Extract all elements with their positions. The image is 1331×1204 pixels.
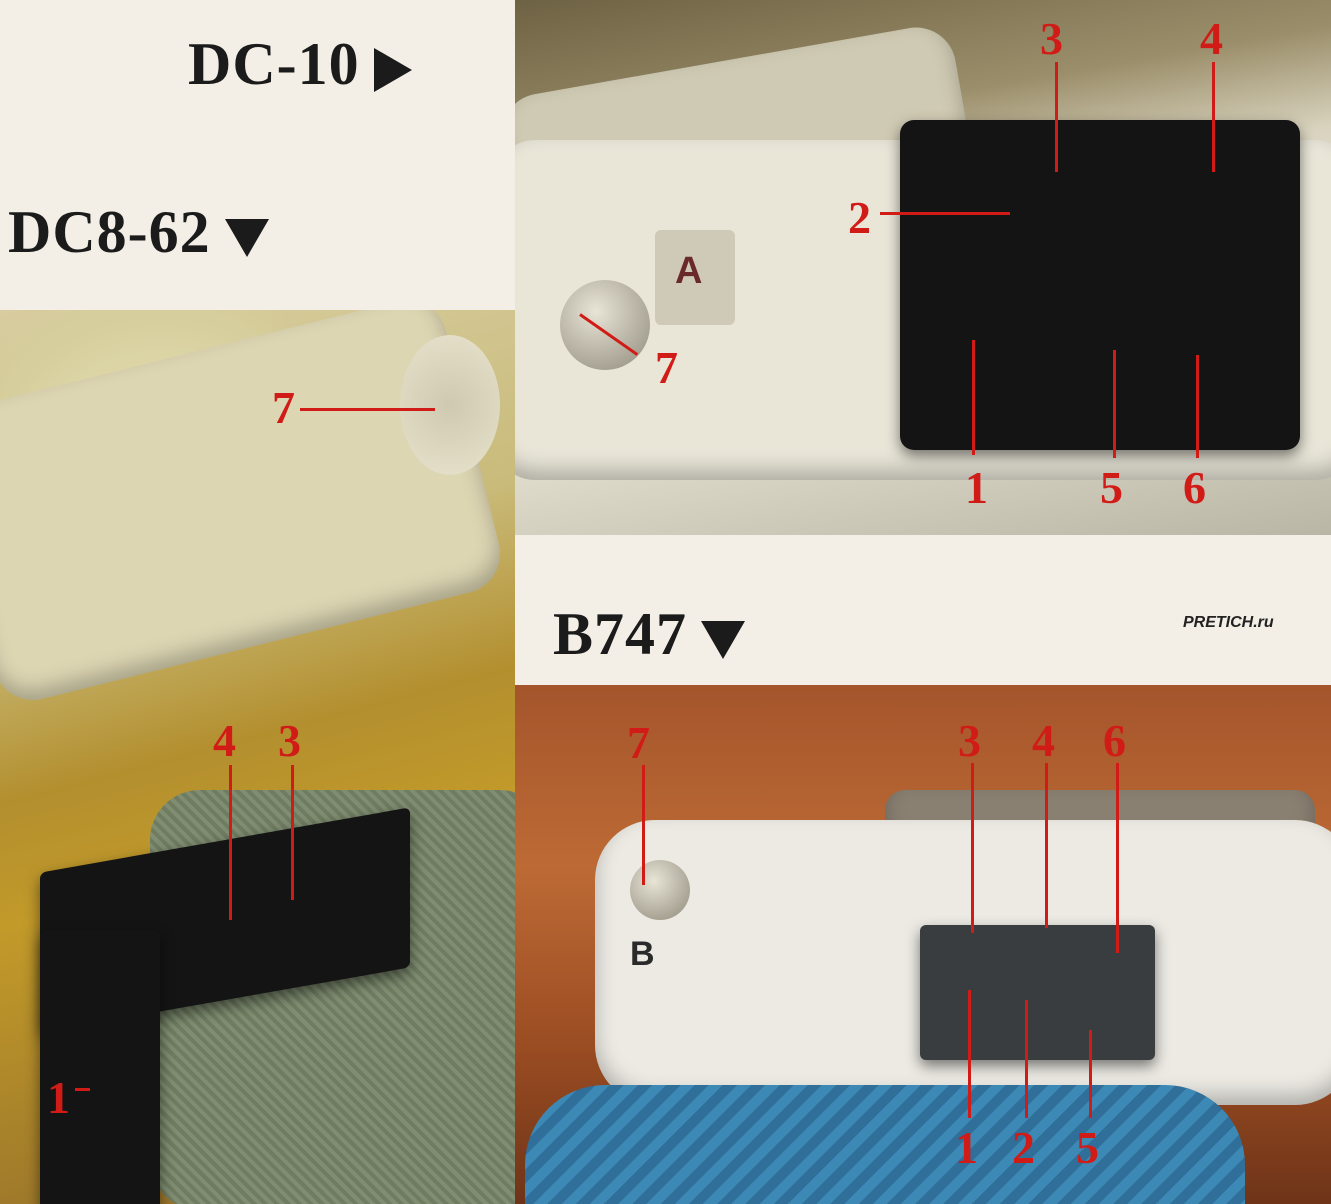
leader-line — [291, 765, 294, 900]
leader-line — [971, 763, 974, 933]
recline-button — [630, 860, 690, 920]
callout-4: 4 — [1200, 13, 1223, 64]
callout-7: 7 — [655, 342, 678, 393]
heading-dc862: DC8-62 — [8, 198, 269, 267]
callout-3: 3 — [1040, 13, 1063, 64]
callout-4: 4 — [213, 715, 236, 766]
watermark: PRETICH.ru — [1183, 614, 1274, 631]
leader-line — [1089, 1030, 1092, 1118]
callout-7: 7 — [627, 717, 650, 768]
leader-line — [968, 990, 971, 1118]
leader-line — [1212, 62, 1215, 172]
callout-3: 3 — [958, 715, 981, 766]
leader-line — [300, 408, 435, 411]
seat-label: B — [630, 935, 655, 973]
heading-b747: B747 — [553, 600, 746, 669]
arrow-down-icon — [224, 219, 269, 258]
dc8-62-photo — [0, 310, 515, 1204]
leader-line — [1116, 763, 1119, 953]
callout-1: 1 — [47, 1072, 70, 1123]
recline-button — [560, 280, 650, 370]
leader-line — [75, 1088, 90, 1091]
leader-line — [972, 340, 975, 455]
callout-4: 4 — [1032, 715, 1055, 766]
heading-b747-text: B747 — [553, 601, 688, 667]
callout-6: 6 — [1103, 715, 1126, 766]
callout-2: 2 — [848, 192, 871, 243]
heading-dc862-text: DC8-62 — [8, 199, 211, 265]
leader-line — [1055, 62, 1058, 172]
leader-line — [1045, 763, 1048, 928]
callout-5: 5 — [1076, 1122, 1099, 1173]
seat-plate: A — [655, 230, 735, 325]
leader-line — [642, 765, 645, 885]
heading-dc10-text: DC-10 — [188, 31, 360, 97]
b747-photo: B — [515, 685, 1331, 1204]
dc-10-photo: A — [515, 0, 1331, 535]
leader-line — [1196, 355, 1199, 458]
callout-1: 1 — [965, 462, 988, 513]
arrow-down-icon — [701, 621, 746, 660]
leader-line — [229, 765, 232, 920]
leader-line — [1113, 350, 1116, 458]
recline-button — [400, 335, 500, 475]
control-panel — [920, 925, 1155, 1060]
heading-dc10: DC-10 — [188, 30, 412, 99]
callout-5: 5 — [1100, 462, 1123, 513]
control-panel — [900, 120, 1300, 450]
callout-1: 1 — [955, 1122, 978, 1173]
callout-3: 3 — [278, 715, 301, 766]
leader-line — [1025, 1000, 1028, 1118]
white-band — [515, 535, 1331, 685]
callout-2: 2 — [1012, 1122, 1035, 1173]
callout-6: 6 — [1183, 462, 1206, 513]
seat-label: A — [675, 250, 703, 292]
control-box-side — [40, 930, 160, 1204]
leader-line — [880, 212, 1010, 215]
callout-7: 7 — [272, 382, 295, 433]
arrow-right-icon — [373, 48, 412, 93]
seat-fabric — [525, 1085, 1245, 1204]
